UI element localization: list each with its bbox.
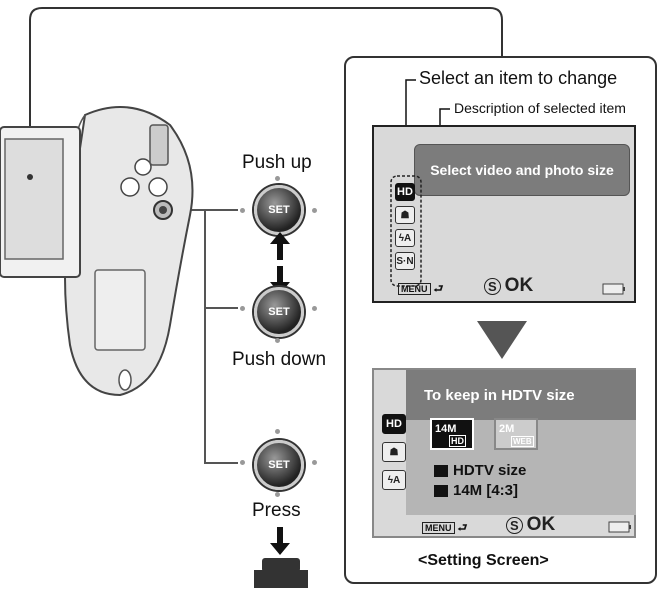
setting-header <box>406 370 636 420</box>
ok-label: OK <box>526 514 556 535</box>
set-button-up[interactable]: SET <box>254 185 304 235</box>
opt2-sub: WEB <box>511 436 534 447</box>
battery-icon <box>602 283 625 295</box>
menu-label: MENU <box>398 283 431 295</box>
description-text: Select video and photo size <box>430 162 614 178</box>
camera-icon <box>434 485 448 498</box>
sn-icon[interactable]: S·N <box>395 252 415 270</box>
arrow-up-icon <box>270 232 290 260</box>
description-box: Select video and photo size <box>414 144 630 196</box>
setting-panel: Select an item to change Description of … <box>344 56 657 584</box>
opt2-label: 2M <box>499 423 515 435</box>
video-camera-icon <box>434 465 448 478</box>
opt1-label: 14M <box>435 423 457 435</box>
push-down-label: Push down <box>232 349 327 370</box>
push-up-label: Push up <box>242 152 312 173</box>
set-mini-icon: S <box>506 517 523 534</box>
ok-label: OK <box>504 275 534 296</box>
opt1-sub: HD <box>449 435 466 447</box>
set-mini-icon: S <box>484 278 501 295</box>
triangle-down-icon <box>477 321 527 359</box>
set-button-down[interactable]: SET <box>254 287 304 337</box>
flash-icon[interactable]: ϟA <box>395 229 415 247</box>
icon-selection-outline <box>390 175 422 287</box>
menu-back-label: MENU ⮐ <box>398 280 443 299</box>
press-label: Press <box>252 500 301 521</box>
select-item-annotation: Select an item to change <box>419 68 618 88</box>
battery-icon <box>608 521 631 533</box>
setting-title: To keep in HDTV size <box>424 387 575 404</box>
pressed-button-icon <box>254 558 308 588</box>
setting-screen-caption: <Setting Screen> <box>418 552 549 569</box>
scene-select-icon[interactable]: ☗ <box>395 206 415 224</box>
scene-select-icon[interactable]: ☗ <box>382 442 406 462</box>
photo-line-text: 14M [4:3] <box>453 482 519 499</box>
menu-icon-list: HD ☗ ϟA S·N <box>395 183 415 270</box>
screen-menu: Select video and photo size HD ☗ ϟA S·N … <box>372 125 636 303</box>
video-line-text: HDTV size <box>453 462 527 479</box>
set-label: SET <box>268 306 290 318</box>
menu-label: MENU <box>422 522 455 534</box>
set-label: SET <box>268 204 290 216</box>
video-size-icon[interactable]: HD <box>382 414 406 434</box>
flash-icon[interactable]: ϟA <box>382 470 406 490</box>
photo-size-line: 14M [4:3] <box>434 482 518 499</box>
video-size-line: HDTV size <box>434 462 526 479</box>
description-annotation: Description of selected item <box>454 100 626 116</box>
camera-illustration <box>0 106 194 397</box>
menu-back-label-2: MENU ⮐ <box>422 519 467 538</box>
set-label: SET <box>268 459 290 471</box>
menu-icon-list-2: HD ☗ ϟA <box>382 414 406 490</box>
set-button-press[interactable]: SET <box>254 440 304 490</box>
video-size-icon[interactable]: HD <box>395 183 415 201</box>
arrow-press-icon <box>270 527 290 555</box>
